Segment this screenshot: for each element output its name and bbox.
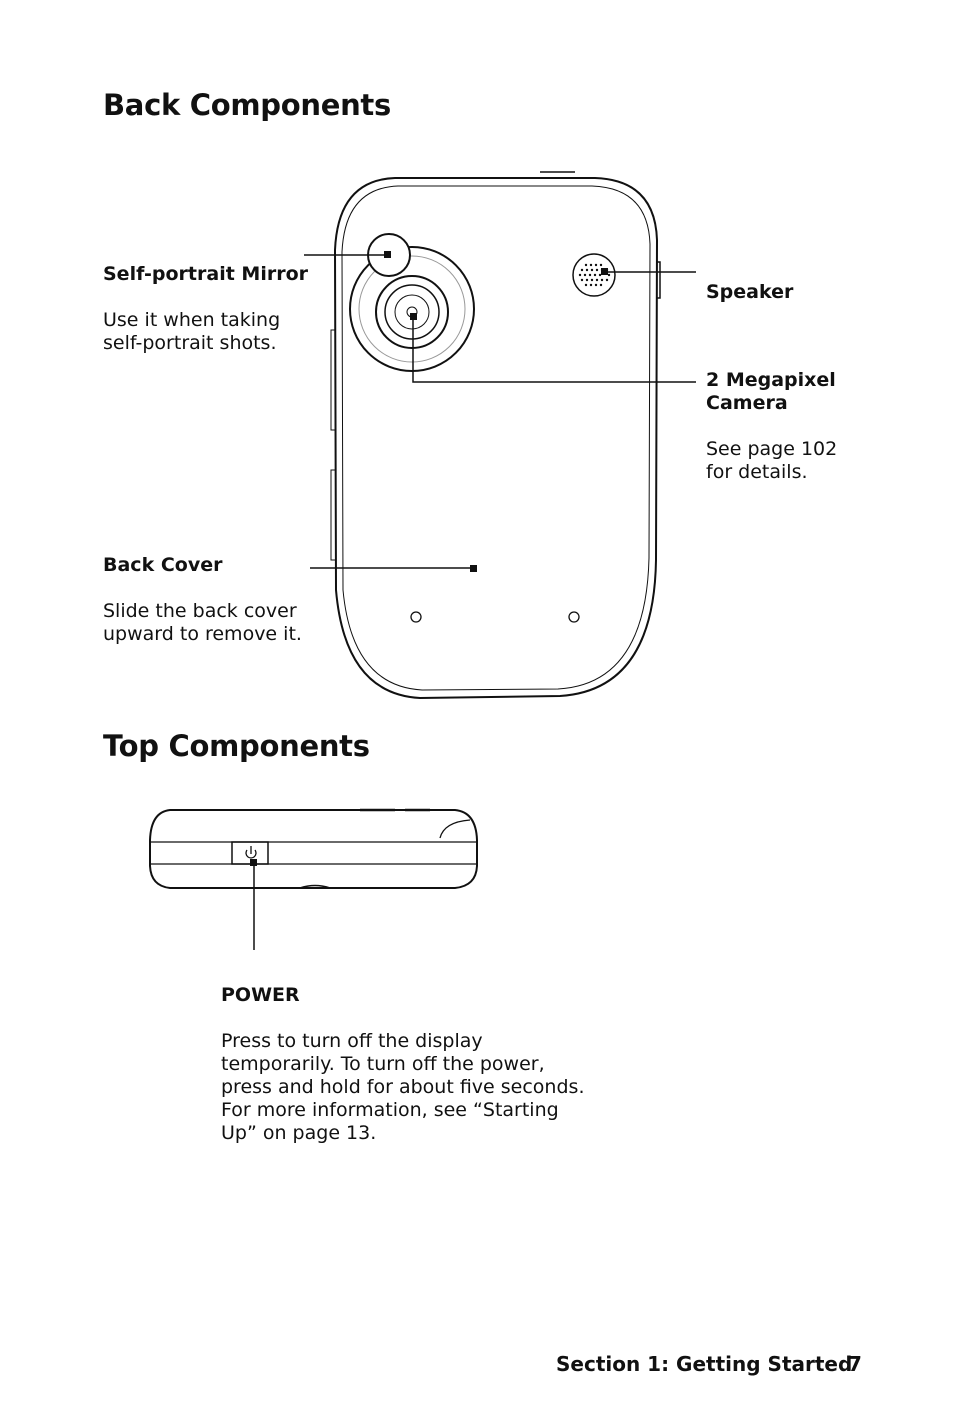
speaker-title: Speaker [706, 281, 794, 303]
screw-hole-left [410, 611, 422, 623]
power-leader-line [250, 859, 257, 950]
top-components-heading: Top Components [103, 729, 370, 763]
power-icon [245, 846, 257, 859]
speaker-grille-icon [572, 253, 616, 297]
footer-section-title: Section 1: Getting Started [556, 1352, 853, 1376]
power-title: POWER [221, 984, 300, 1006]
screw-hole-right [568, 611, 580, 623]
phone-top-illustration [149, 808, 478, 889]
back-components-heading: Back Components [103, 88, 391, 122]
page-footer: Section 1: Getting Started 7 [556, 1352, 862, 1376]
callout-leader-lines [304, 254, 696, 569]
self-portrait-mirror-callout: Self-portrait Mirror Use it when taking … [103, 240, 308, 378]
back-cover-callout: Back Cover Slide the back cover upward t… [103, 531, 302, 669]
power-description: Press to turn off the display temporaril… [221, 1030, 585, 1144]
camera-title: 2 Megapixel Camera [706, 369, 836, 414]
camera-lens-icon [349, 246, 475, 372]
camera-callout: 2 Megapixel Camera See page 102 for deta… [706, 346, 837, 507]
mirror-title: Self-portrait Mirror [103, 263, 308, 285]
phone-back-illustration [330, 171, 661, 700]
back-cover-description: Slide the back cover upward to remove it… [103, 600, 302, 645]
power-callout: POWER Press to turn off the display temp… [221, 961, 584, 1168]
callout-markers [384, 251, 608, 572]
camera-description: See page 102 for details. [706, 438, 838, 483]
speaker-callout: Speaker [706, 258, 793, 327]
mirror-description: Use it when taking self-portrait shots. [103, 309, 281, 354]
page-number: 7 [848, 1352, 862, 1376]
back-cover-title: Back Cover [103, 554, 223, 576]
